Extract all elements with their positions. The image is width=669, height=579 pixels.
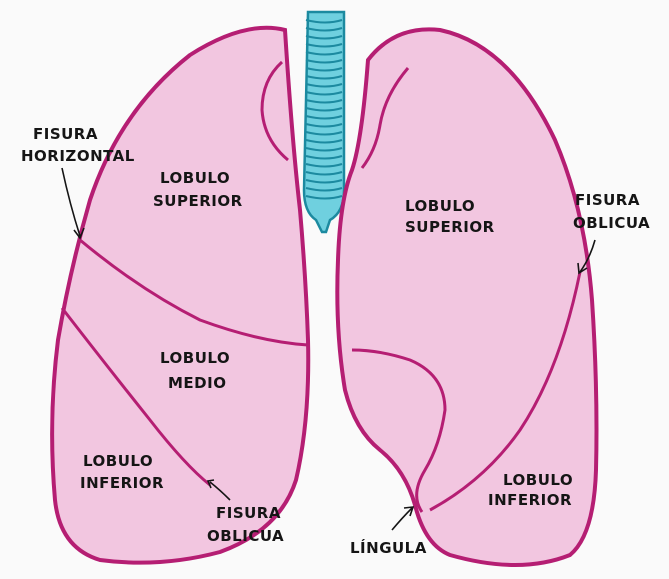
label-lobulo-medio-1: LOBULO [160, 349, 230, 367]
label-lobulo-superior-left-1: LOBULO [160, 169, 230, 187]
trachea [304, 12, 344, 232]
label-lobulo-medio-2: MEDIO [168, 374, 226, 392]
arrow-lingula [392, 508, 412, 530]
label-lobulo-inferior-left-1: LOBULO [83, 452, 153, 470]
label-fisura-oblicua-left-2: OBLICUA [207, 527, 284, 545]
label-lingula: LÍNGULA [350, 538, 427, 557]
label-lobulo-superior-right-2: SUPERIOR [405, 218, 495, 236]
label-fisura-oblicua-left-1: FISURA [216, 504, 281, 522]
label-lobulo-superior-left-2: SUPERIOR [153, 192, 243, 210]
label-fisura-horizontal-2: HORIZONTAL [21, 147, 135, 165]
arrow-fisura-horizontal [62, 168, 80, 236]
label-fisura-oblicua-right-1: FISURA [575, 191, 640, 209]
label-lobulo-inferior-right-1: LOBULO [503, 471, 573, 489]
label-lobulo-inferior-right-2: INFERIOR [488, 491, 572, 509]
label-lobulo-superior-right-1: LOBULO [405, 197, 475, 215]
label-fisura-oblicua-right-2: OBLICUA [573, 214, 650, 232]
label-lobulo-inferior-left-2: INFERIOR [80, 474, 164, 492]
label-fisura-horizontal-1: FISURA [33, 125, 98, 143]
